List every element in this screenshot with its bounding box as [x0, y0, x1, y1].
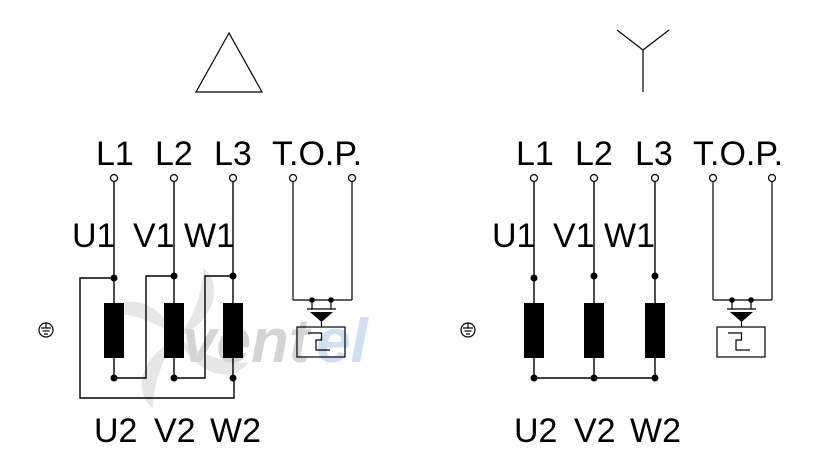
star-label-w1: W1 [604, 217, 655, 255]
star-top-protector [708, 173, 777, 358]
star-terminal-l1 [529, 173, 539, 183]
star-symbol [616, 29, 670, 92]
star-label-u2: U2 [514, 412, 557, 450]
star-label-l2: L2 [575, 135, 613, 173]
star-terminal-l2 [589, 173, 599, 183]
delta-ground-icon [38, 322, 54, 338]
star-label-v2: V2 [574, 412, 616, 450]
delta-label-l2: L2 [155, 135, 193, 173]
delta-terminal-l2 [169, 173, 179, 183]
delta-label-top: T.O.P. [272, 135, 362, 173]
delta-coil-u [104, 303, 124, 358]
delta-label-v2: V2 [154, 412, 196, 450]
star-label-l1: L1 [516, 135, 554, 173]
delta-diagram: L1 L2 L3 T.O.P. U1 V1 W1 [38, 31, 362, 450]
delta-top-protector [288, 173, 357, 358]
star-coil-v [584, 303, 604, 358]
delta-terminal-l3 [228, 173, 238, 183]
delta-label-l1: L1 [96, 135, 134, 173]
delta-symbol [194, 31, 264, 93]
star-ground-icon [460, 322, 476, 338]
delta-label-w1: W1 [184, 217, 235, 255]
delta-label-v1: V1 [133, 217, 175, 255]
star-label-w2: W2 [630, 412, 681, 450]
delta-coil-w [223, 303, 243, 358]
star-label-v1: V1 [553, 217, 595, 255]
delta-label-w2: W2 [210, 412, 261, 450]
watermark-text-part1: vent [182, 307, 312, 376]
delta-label-l3: L3 [214, 135, 252, 173]
star-label-u1: U1 [492, 217, 535, 255]
star-label-top: T.O.P. [693, 135, 783, 173]
star-terminal-l3 [650, 173, 660, 183]
star-diagram: L1 L2 L3 T.O.P. U1 V1 W1 [460, 29, 783, 450]
delta-terminal-l1 [109, 173, 119, 183]
delta-label-u2: U2 [94, 412, 137, 450]
star-coil-w [645, 303, 665, 358]
delta-label-u1: U1 [72, 217, 115, 255]
star-label-l3: L3 [635, 135, 673, 173]
delta-coil-v [164, 303, 184, 358]
star-coil-u [524, 303, 544, 358]
